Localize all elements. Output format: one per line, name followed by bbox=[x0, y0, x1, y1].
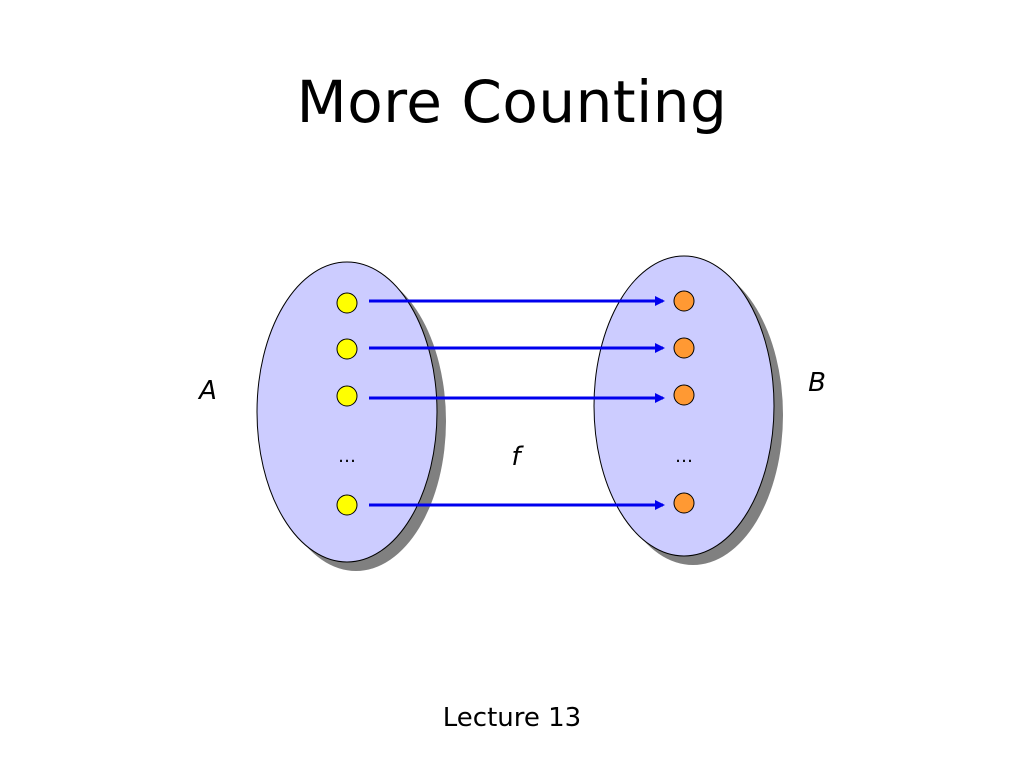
set-a-element bbox=[336, 385, 358, 407]
set-b-element bbox=[673, 337, 695, 359]
set-b-group bbox=[593, 255, 783, 565]
function-label: f bbox=[511, 442, 524, 472]
set-b-element bbox=[673, 492, 695, 514]
slide-title: More Counting bbox=[296, 68, 728, 136]
slide-footer: Lecture 13 bbox=[442, 703, 582, 733]
function-arrows bbox=[369, 296, 665, 510]
set-b-ellipsis: … bbox=[675, 446, 693, 467]
set-a-elements bbox=[336, 292, 358, 516]
set-b-label: B bbox=[808, 368, 826, 398]
set-a-element bbox=[336, 494, 358, 516]
set-a-element bbox=[336, 292, 358, 314]
set-b-element bbox=[673, 384, 695, 406]
set-b-element bbox=[673, 290, 695, 312]
set-a-ellipsis: … bbox=[338, 446, 356, 467]
set-a-label: A bbox=[197, 376, 217, 406]
set-a-ellipse bbox=[256, 261, 438, 563]
set-b-elements bbox=[673, 290, 695, 514]
set-a-element bbox=[336, 338, 358, 360]
set-b-ellipse bbox=[593, 255, 775, 557]
set-a-group bbox=[256, 261, 446, 571]
